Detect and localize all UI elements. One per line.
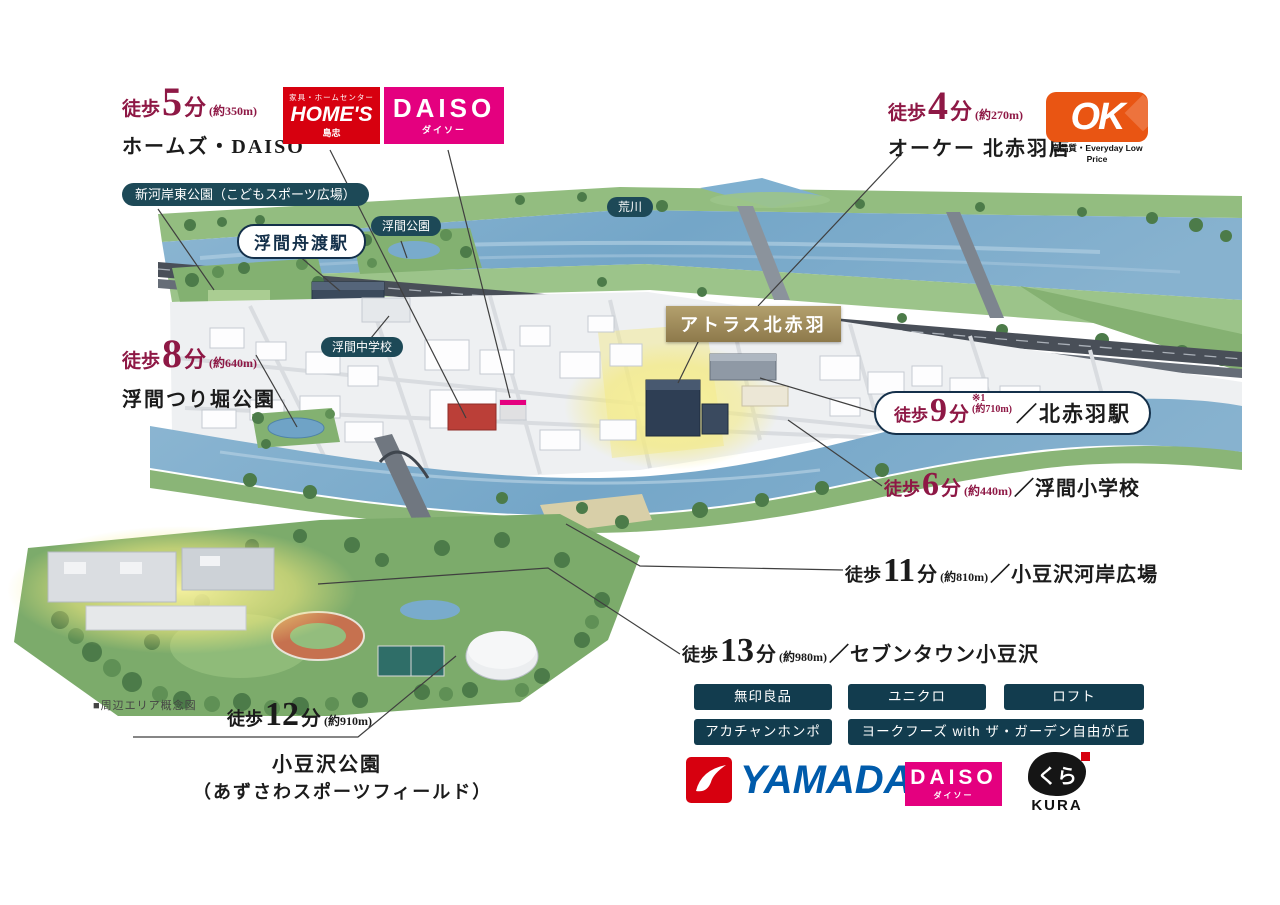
tenant-loft: ロフト <box>1004 684 1144 710</box>
walk-prefix: 徒歩 <box>884 479 920 499</box>
ukima-elementary-building <box>741 385 789 407</box>
walk-minutes: 6 <box>922 466 939 503</box>
tenant-akachan-honpo: アカチャンホンポ <box>694 719 832 745</box>
walk-unit: 分 <box>184 347 207 372</box>
walk-distance: (約270m) <box>975 108 1024 122</box>
homes-store-building <box>447 403 497 431</box>
walk-distance: (約350m) <box>209 104 258 118</box>
yamada-logo-name: YAMADA <box>740 757 913 802</box>
daiso-logo-bottom: DAISO ダイソー <box>905 762 1002 806</box>
poi-name-riverside-plaza: ／小豆沢河岸広場 <box>990 564 1159 586</box>
walk-distance: (約640m) <box>209 356 258 370</box>
walk-unit: 分 <box>917 564 938 586</box>
walk-time-tsuribori-park: 徒歩 8 分 (約640m) <box>122 331 258 376</box>
walk-prefix: 徒歩 <box>122 351 161 372</box>
walk-prefix: 徒歩 <box>227 709 263 729</box>
map-label-ukima-junior-high: 浮間中学校 <box>321 337 404 357</box>
homes-logo: 家具・ホームセンター HOME'S 島忠 <box>283 87 380 144</box>
poi-name-tsuribori-park: 浮間つり堀公園 <box>122 389 276 411</box>
city-blocks <box>170 292 1242 482</box>
daiso-logo-top: DAISO ダイソー <box>384 87 504 144</box>
property-building <box>645 379 729 437</box>
walk-minutes: 9 <box>930 392 947 429</box>
daiso-logo-sub: ダイソー <box>421 124 466 135</box>
kura-logo-name: KURA <box>1031 797 1083 814</box>
walk-time-kita-akabane-station: 徒歩 9 分 ※1 (約710m) ／北赤羽駅 <box>874 391 1151 435</box>
ukima-tsuribori-park <box>252 408 340 449</box>
poi-name-ukima-elementary: ／浮間小学校 <box>1014 478 1140 500</box>
ukima-park-area <box>352 228 482 274</box>
walk-time-homes-daiso: 徒歩 5 分 (約350m) <box>122 79 258 124</box>
walk-time-ukima-elementary: 徒歩 6 分 (約440m) ／浮間小学校 <box>884 466 1140 503</box>
yamada-logo-mark <box>686 757 732 803</box>
poi-name-seven-town: ／セブンタウン小豆沢 <box>829 644 1039 666</box>
walk-time-seven-town: 徒歩 13 分 (約980m) ／セブンタウン小豆沢 <box>682 632 1039 669</box>
poi-name-azusawa-park: 小豆沢公園 <box>272 754 382 776</box>
walk-unit: 分 <box>301 708 321 730</box>
map-label-ukima-park: 浮間公園 <box>371 216 442 236</box>
daiso-logo-name: DAISO <box>392 93 496 124</box>
walk-prefix: 徒歩 <box>894 406 928 425</box>
walk-prefix: 徒歩 <box>845 565 881 585</box>
walk-prefix: 徒歩 <box>888 103 927 124</box>
homes-logo-tagline: 家具・ホームセンター <box>289 92 374 102</box>
kura-logo-mark: くら <box>1028 752 1090 796</box>
walk-prefix: 徒歩 <box>682 645 718 665</box>
walk-distance: (約980m) <box>779 650 827 664</box>
walk-distance: (約440m) <box>964 484 1012 498</box>
walk-time-ok-store: 徒歩 4 分 (約270m) <box>888 83 1024 128</box>
walk-time-riverside-plaza: 徒歩 11 分 (約810m) ／小豆沢河岸広場 <box>845 552 1159 589</box>
walk-minutes: 4 <box>928 83 949 128</box>
walk-minutes: 12 <box>265 696 299 733</box>
seven-town-complex <box>7 526 357 654</box>
walk-minutes: 8 <box>162 331 183 376</box>
property-name-label: アトラス北赤羽 <box>666 306 841 342</box>
poi-name-ok-store: オーケー 北赤羽店 <box>888 138 1071 160</box>
walk-minutes: 13 <box>720 632 754 669</box>
walk-unit: 分 <box>950 99 973 124</box>
walk-distance: (約810m) <box>940 570 989 584</box>
map-label-ukima-funado-station: 浮間舟渡駅 <box>237 224 366 259</box>
walk-unit: 分 <box>949 404 969 426</box>
walk-unit: 分 <box>941 478 961 500</box>
map-caption: ■周辺エリア概念図 <box>93 700 197 712</box>
walk-minutes: 5 <box>162 79 183 124</box>
ok-logo: OK <box>1046 92 1148 142</box>
walk-unit: 分 <box>184 95 207 120</box>
poi-name-homes-daiso: ホームズ・DAISO <box>122 136 305 158</box>
homes-logo-name: HOME'S <box>290 102 373 126</box>
homes-logo-sub: 島忠 <box>322 128 341 139</box>
walk-footnote-stack: ※1 (約710m) <box>972 393 1012 416</box>
daiso-logo-sub: ダイソー <box>933 790 974 800</box>
poi-subname-azusawa-sportsfield: （あずさわスポーツフィールド） <box>193 782 493 802</box>
ukima-junior-high-building <box>361 297 411 323</box>
tenant-york-foods: ヨークフーズ with ザ・ガーデン自由が丘 <box>848 719 1144 745</box>
yamada-logo: YAMADA <box>686 757 913 803</box>
poi-name-kita-akabane-station: ／北赤羽駅 <box>1016 402 1131 426</box>
kura-sushi-logo: くら KURA <box>1017 752 1097 814</box>
daiso-logo-name: DAISO <box>910 766 997 790</box>
walk-minutes: 11 <box>883 552 916 589</box>
yamada-bird-icon <box>696 765 726 792</box>
tenant-muji: 無印良品 <box>694 684 832 710</box>
walk-prefix: 徒歩 <box>122 99 161 120</box>
ok-logo-tagline: 高品質・Everyday Low Price <box>1051 143 1143 164</box>
walk-unit: 分 <box>756 644 776 666</box>
footnote-mark: ※1 <box>972 392 986 404</box>
walk-distance: (約910m) <box>324 714 372 728</box>
walk-distance: (約710m) <box>972 404 1012 415</box>
map-label-arakawa-river: 荒川 <box>607 197 654 217</box>
river-bridge <box>374 434 436 532</box>
ok-logo-block: OK 高品質・Everyday Low Price <box>1046 92 1148 164</box>
walk-time-azusawa-park: 徒歩 12 分 (約910m) <box>227 696 372 733</box>
leader-lines <box>133 149 904 738</box>
map-label-shingashi-higashi-park: 新河岸東公園（こどもスポーツ広場） <box>122 183 369 206</box>
tenant-uniqlo: ユニクロ <box>848 684 986 710</box>
